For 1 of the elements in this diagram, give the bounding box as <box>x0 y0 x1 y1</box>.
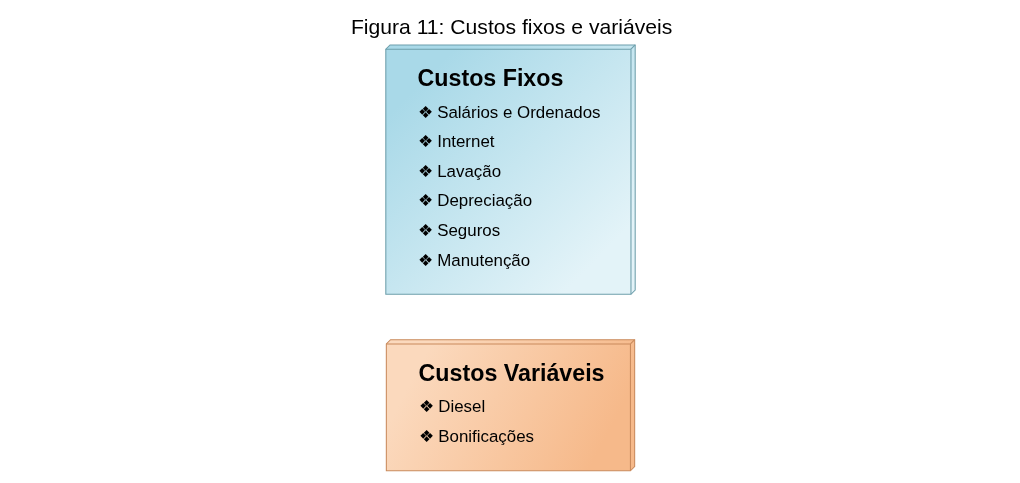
diagram-title: Figura 11: Custos fixos e variáveis <box>350 14 672 38</box>
